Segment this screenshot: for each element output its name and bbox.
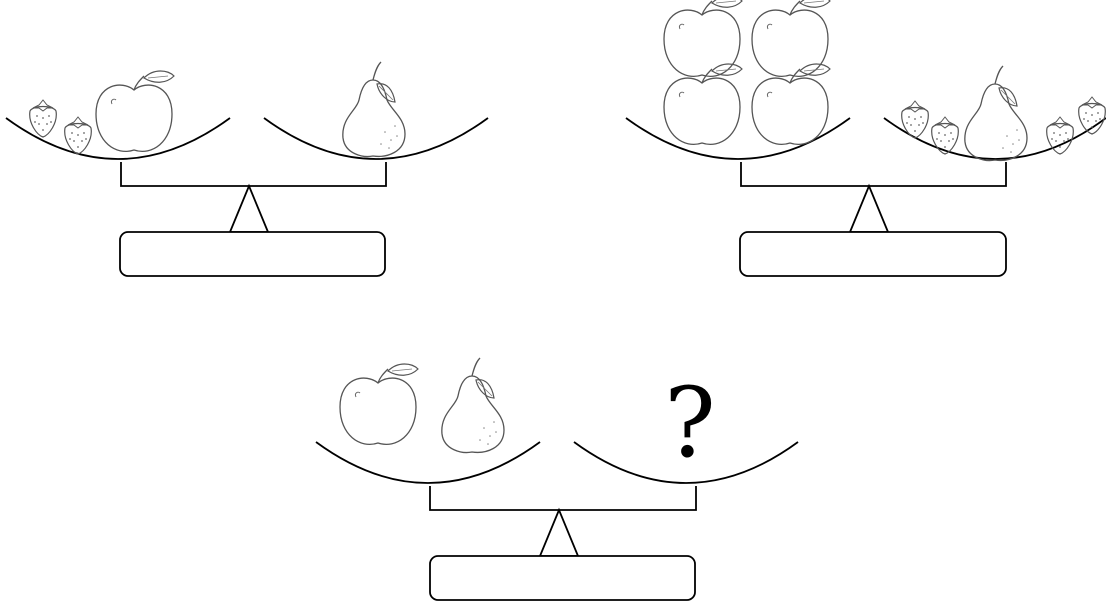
- apple-icon: [95, 70, 175, 153]
- apple-icon: [751, 63, 831, 146]
- left-pan: [5, 117, 231, 160]
- strawberry-icon: [931, 116, 959, 155]
- fulcrum: [228, 183, 270, 233]
- fulcrum: [538, 507, 580, 557]
- strawberry-icon: [64, 116, 92, 155]
- apple-icon: [339, 363, 419, 446]
- right-pan: [573, 441, 799, 484]
- pear-icon: [964, 65, 1028, 162]
- balance-beam: [120, 162, 387, 187]
- scale-bottom: ?: [315, 357, 799, 601]
- fulcrum: [848, 183, 890, 233]
- answer-box[interactable]: [119, 231, 386, 277]
- apple-icon: [663, 63, 743, 146]
- scale-top-right: [625, 0, 1106, 277]
- question-mark: ?: [664, 367, 715, 479]
- balance-beam: [429, 486, 697, 511]
- right-pan: [263, 117, 489, 160]
- scale-top-left: [5, 61, 489, 277]
- pear-icon: [441, 357, 505, 454]
- strawberry-icon: [29, 99, 57, 138]
- left-pan: [625, 117, 851, 160]
- answer-box[interactable]: [739, 231, 1007, 277]
- apple-icon: [663, 0, 743, 78]
- left-pan: [315, 441, 541, 484]
- answer-box[interactable]: [429, 555, 696, 601]
- apple-icon: [751, 0, 831, 78]
- balance-beam: [740, 162, 1007, 187]
- pear-icon: [342, 61, 406, 158]
